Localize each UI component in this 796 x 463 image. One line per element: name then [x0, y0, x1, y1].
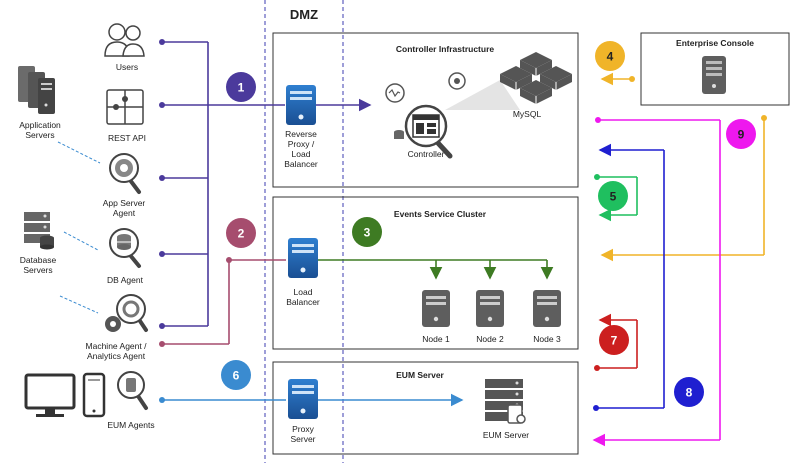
- step-badge-6-label: 6: [233, 369, 240, 383]
- mauve-dot-2: [226, 257, 232, 263]
- load-balancer-to-nodes-path: [318, 259, 554, 280]
- reverse-proxy-label-1: Reverse: [285, 129, 317, 139]
- yellow-dot-9: [761, 115, 767, 121]
- step-badge-5-circle: [598, 181, 628, 211]
- analytics-to-events-path: [162, 259, 286, 345]
- users-label: Users: [116, 62, 138, 72]
- rest-api-label: REST API: [108, 133, 146, 143]
- mobile-phone-icon: [82, 372, 106, 418]
- node-1-label: Node 1: [422, 334, 450, 344]
- controller-label: Controller: [408, 149, 445, 159]
- eum-agent-icon: [117, 371, 148, 410]
- navy-dot: [593, 405, 599, 411]
- node-2-server-icon: [476, 290, 504, 327]
- step-badge-2-label: 2: [238, 227, 245, 241]
- proxy-server-label-2: Server: [290, 434, 315, 444]
- load-balancer-label-2: Balancer: [286, 297, 320, 307]
- controller-icon: [385, 72, 520, 159]
- reverse-proxy-label-3: Load: [292, 149, 311, 159]
- application-servers-icon: [18, 66, 55, 114]
- machine-agent-label-1: Machine Agent /: [86, 341, 148, 351]
- db-servers-connector-2: [59, 295, 99, 314]
- step-badge-4-circle: [595, 41, 625, 71]
- navy-path: [596, 143, 665, 409]
- controller-infrastructure-title: Controller Infrastructure: [396, 44, 495, 54]
- step-badges: 1 2 3 4 5 6 7 8 9: [221, 41, 756, 407]
- magnifier-agent-icon: [109, 153, 141, 194]
- application-servers-label-2: Servers: [25, 130, 54, 140]
- lightgreen-path: [597, 176, 638, 222]
- lightgreen-dot: [594, 174, 600, 180]
- load-balancer-server-icon: [288, 238, 318, 278]
- step-badge-5-label: 5: [610, 190, 617, 204]
- database-agent-icon: [109, 228, 141, 268]
- node-3-server-icon: [533, 290, 561, 327]
- proxy-server-icon: [288, 379, 318, 419]
- step-badge-9-label: 9: [738, 128, 745, 142]
- step-badge-6-circle: [221, 360, 251, 390]
- eum-server-label: EUM Server: [483, 430, 529, 440]
- mauve-dot-1: [159, 341, 165, 347]
- step-badge-2-circle: [226, 218, 256, 248]
- step-badge-7-label: 7: [611, 334, 618, 348]
- step-badge-3-label: 3: [364, 226, 371, 240]
- eum-server-box: [272, 361, 579, 455]
- enterprise-console-to-events-path: [600, 118, 765, 262]
- db-servers-connector-1: [63, 231, 99, 251]
- step-badge-3-circle: [352, 217, 382, 247]
- step-badge-1-circle: [226, 72, 256, 102]
- reverse-proxy-server-icon: [286, 85, 316, 125]
- step-badge-8-circle: [674, 377, 704, 407]
- enterprise-console-server-icon: [702, 56, 726, 94]
- machine-agent-icon: [105, 294, 148, 332]
- agent-to-controller-path: [162, 41, 372, 327]
- app-server-agent-label-1: App Server: [103, 198, 146, 208]
- node-3-label: Node 3: [533, 334, 561, 344]
- step-badge-7-circle: [599, 325, 629, 355]
- users-icon: [104, 23, 145, 57]
- eum-server-box-title: EUM Server: [396, 370, 444, 380]
- db-agent-label: DB Agent: [107, 275, 144, 285]
- step-badge-1-label: 1: [238, 81, 245, 95]
- controller-infrastructure-box: [272, 32, 579, 188]
- dmz-label: DMZ: [290, 7, 318, 22]
- node-1-server-icon: [422, 290, 450, 327]
- magenta-path: [592, 119, 721, 447]
- database-servers-icon: [24, 212, 54, 250]
- database-servers-label-2: Servers: [23, 265, 52, 275]
- purple-connection-dots: [159, 39, 165, 329]
- app-server-agent-label-2: Agent: [113, 208, 136, 218]
- magenta-dot: [595, 117, 601, 123]
- reverse-proxy-label-4: Balancer: [284, 159, 318, 169]
- mysql-database-icon: [500, 52, 572, 104]
- eum-server-icon: [485, 379, 526, 424]
- step-badge-9-circle: [726, 119, 756, 149]
- events-service-cluster-box: [272, 196, 579, 350]
- app-servers-connector: [57, 141, 101, 164]
- enterprise-console-title: Enterprise Console: [676, 38, 754, 48]
- machine-agent-label-2: Analytics Agent: [87, 351, 146, 361]
- yellow-dot-4: [629, 76, 635, 82]
- node-2-label: Node 2: [476, 334, 504, 344]
- puzzle-icon: [106, 89, 144, 125]
- eum-agents-label: EUM Agents: [107, 420, 154, 430]
- proxy-server-label-1: Proxy: [292, 424, 314, 434]
- database-servers-label-1: Database: [20, 255, 57, 265]
- events-service-cluster-title: Events Service Cluster: [394, 209, 487, 219]
- application-servers-label-1: Application: [19, 120, 61, 130]
- desktop-monitor-icon: [24, 373, 76, 417]
- blue-dot: [159, 397, 165, 403]
- red-dot: [594, 365, 600, 371]
- load-balancer-label-1: Load: [294, 287, 313, 297]
- reverse-proxy-label-2: Proxy /: [288, 139, 315, 149]
- step-badge-8-label: 8: [686, 386, 693, 400]
- red-path: [597, 313, 638, 369]
- mysql-label: MySQL: [513, 109, 542, 119]
- step-badge-4-label: 4: [607, 50, 614, 64]
